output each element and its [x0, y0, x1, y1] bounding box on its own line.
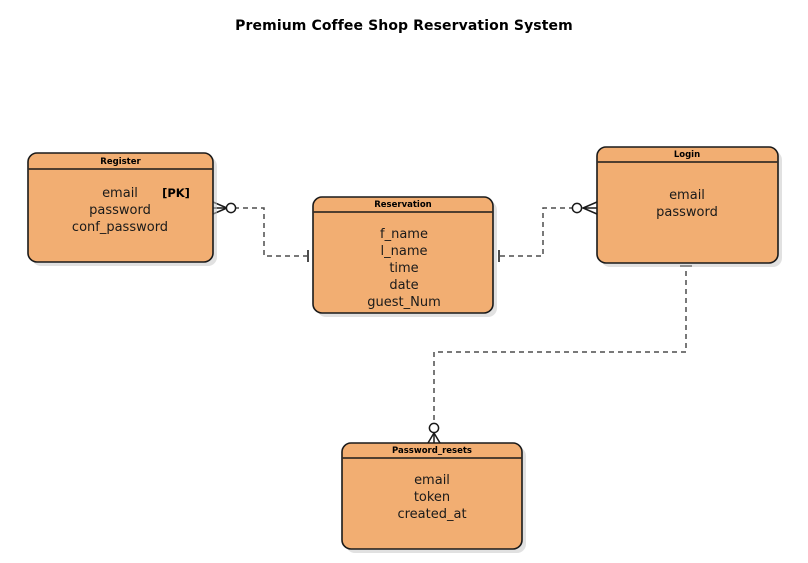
entity-login[interactable]: Login email password [596, 146, 782, 267]
diagram-title: Premium Coffee Shop Reservation System [235, 18, 573, 34]
relationship-register-reservation[interactable] [212, 201, 309, 262]
relationship-line [433, 271, 687, 424]
relationship-reservation-login[interactable] [498, 201, 598, 262]
entity-title: Reservation [374, 200, 431, 210]
entity-title: Login [674, 150, 700, 160]
entity-body [27, 152, 214, 263]
entity-password-resets[interactable]: Password_resets email token created_at [341, 442, 526, 553]
crowsfoot-zero-or-many-icon [212, 201, 237, 215]
entity-attribute: password [656, 205, 718, 220]
entity-attribute: date [389, 278, 418, 293]
entity-attribute: password [89, 203, 151, 218]
entity-body [596, 146, 779, 264]
entity-attribute: time [389, 261, 418, 276]
entity-body [312, 196, 494, 314]
entity-register[interactable]: Register email [PK] password conf_passwo… [27, 152, 217, 266]
entity-body [341, 442, 523, 550]
entity-attribute: created_at [397, 507, 466, 522]
relationship-line [500, 207, 573, 257]
entity-attribute: email [414, 473, 450, 488]
entity-attribute: f_name [380, 227, 428, 242]
crowsfoot-zero-or-many-icon [427, 422, 441, 444]
attribute-key-tag: [PK] [162, 186, 190, 200]
entity-reservation[interactable]: Reservation f_name l_name time date gues… [312, 196, 497, 317]
entity-title: Register [100, 157, 141, 167]
entity-attribute: conf_password [72, 220, 168, 235]
relationship-line [234, 207, 307, 257]
entity-title: Password_resets [392, 446, 472, 456]
entity-attribute: email [669, 188, 705, 203]
entity-attribute: email [102, 186, 138, 201]
crowsfoot-zero-or-many-icon [571, 201, 598, 215]
entity-attribute: token [414, 490, 450, 505]
entity-attribute: l_name [381, 244, 428, 259]
entity-attribute: guest_Num [367, 295, 441, 310]
